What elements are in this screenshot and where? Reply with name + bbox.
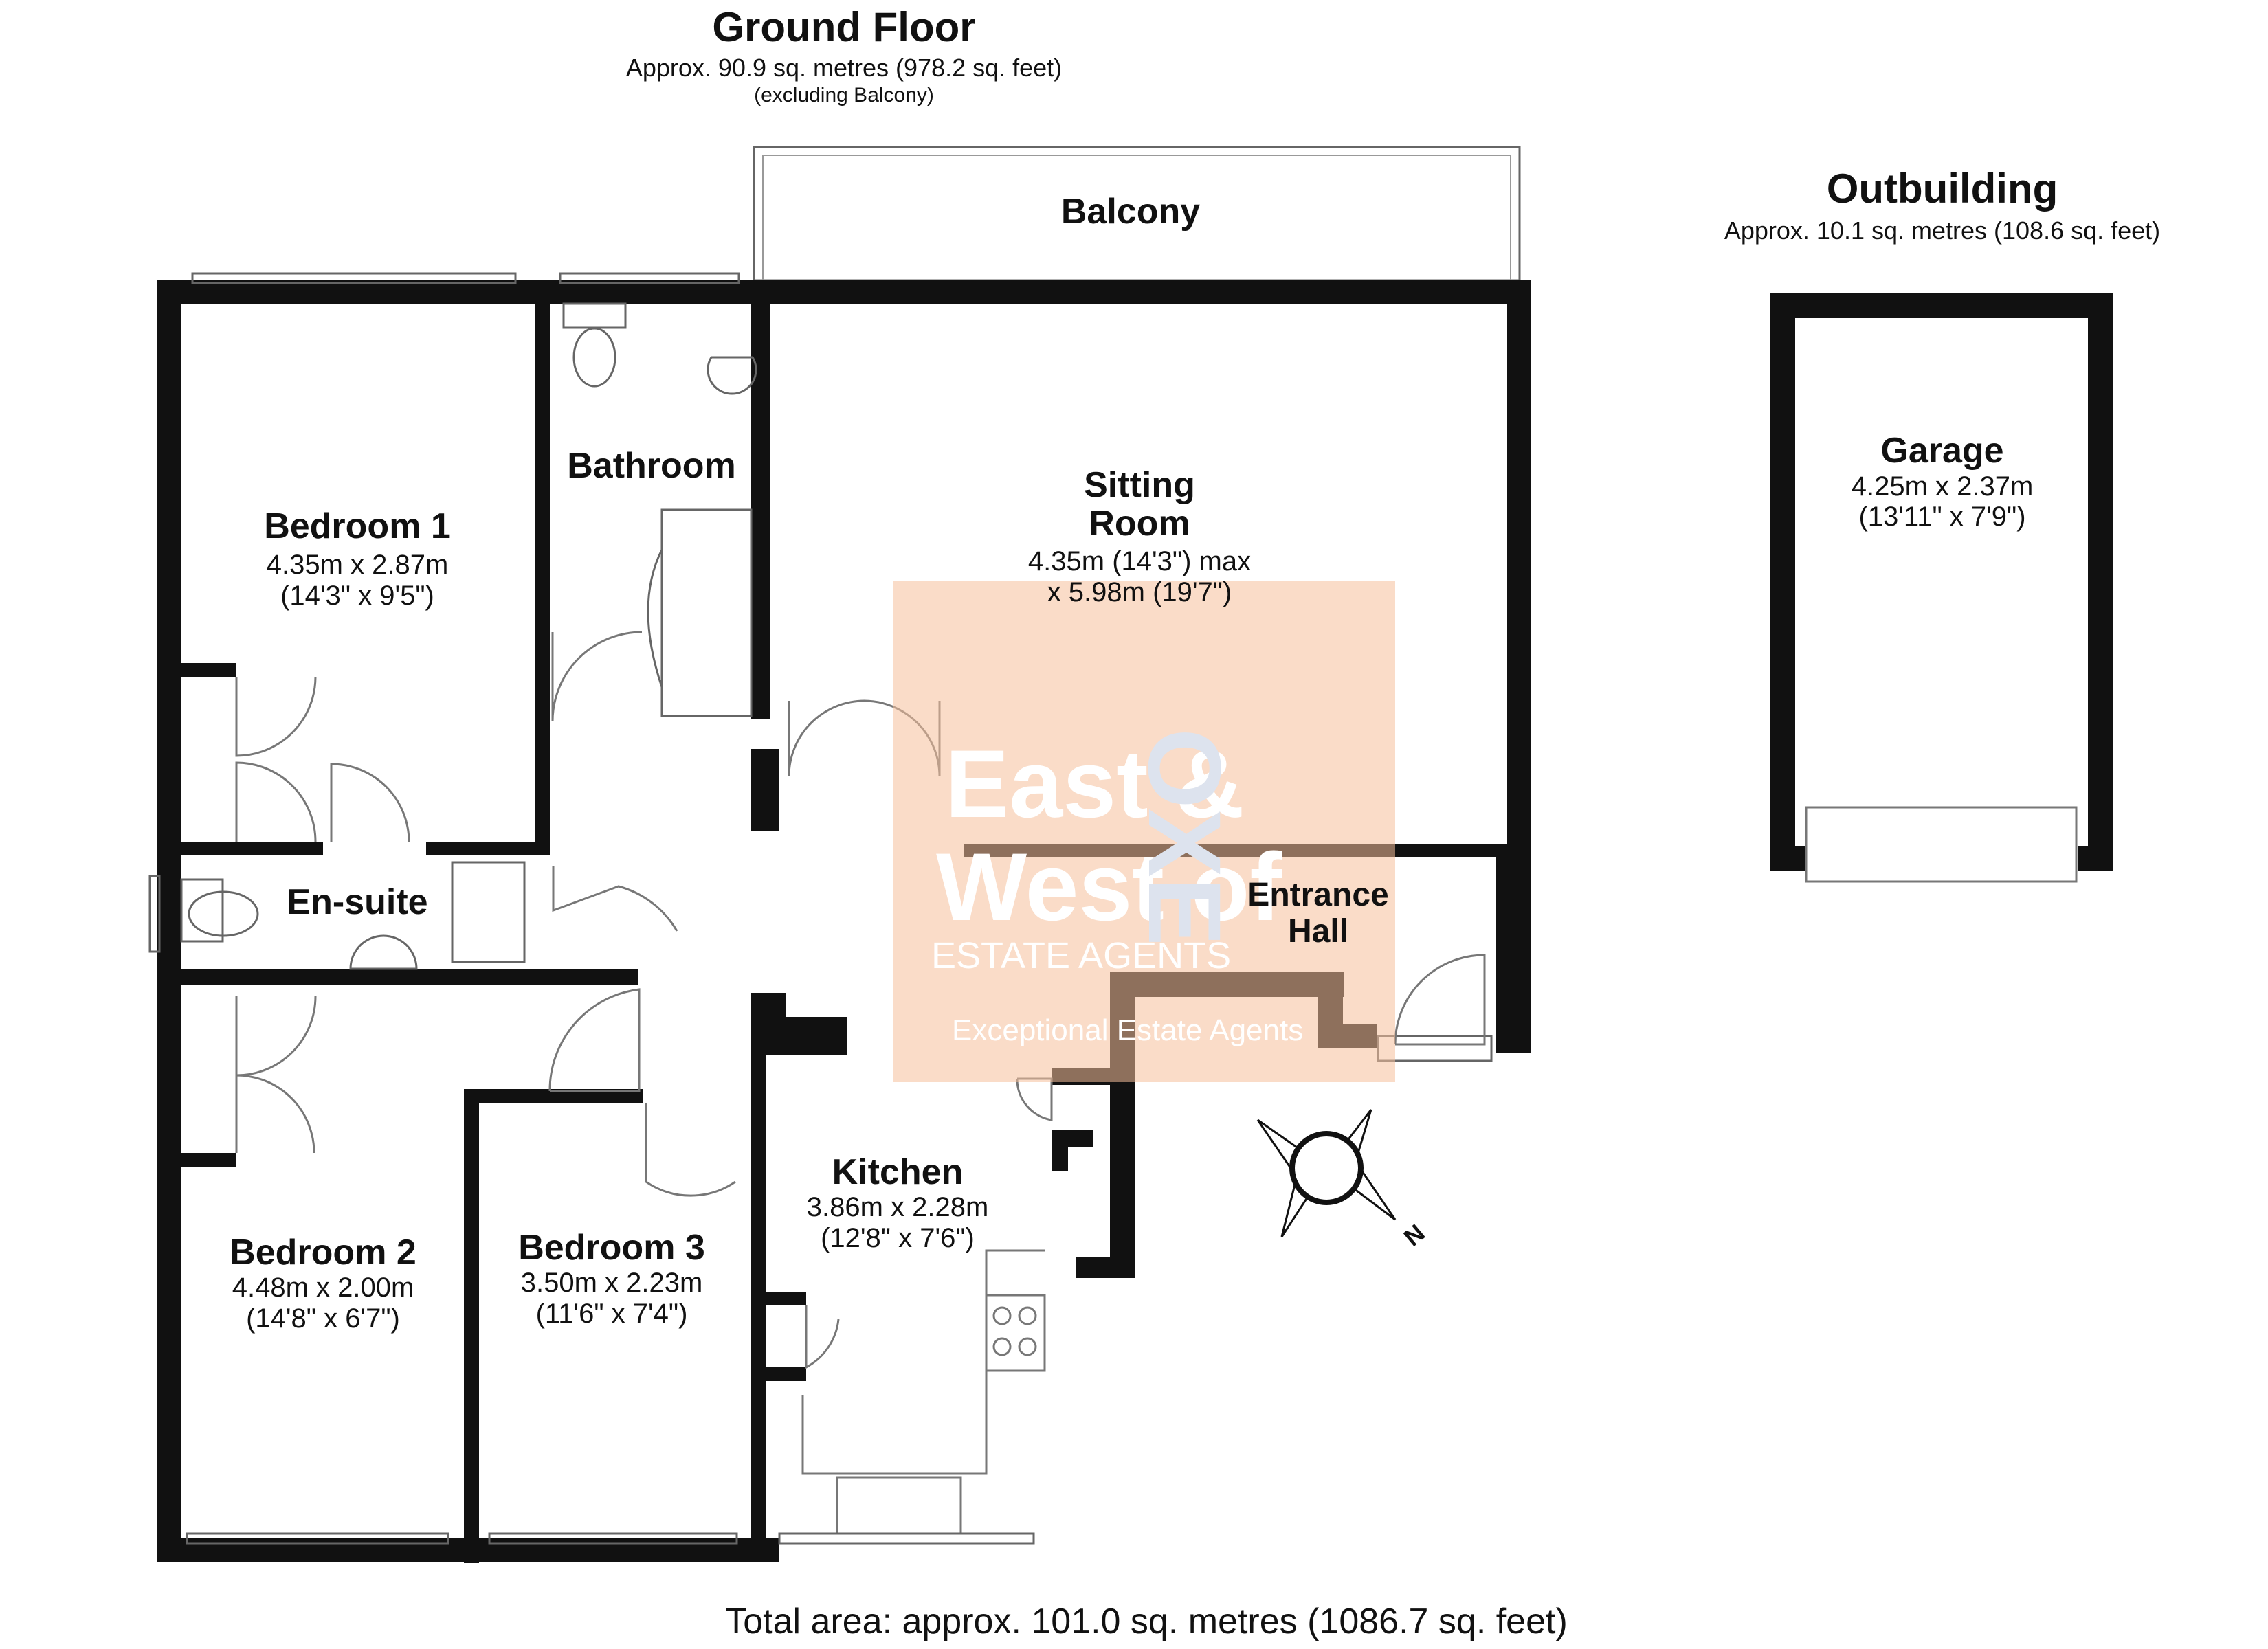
garage-label: Garage [1880, 431, 2004, 471]
windows [148, 272, 1493, 1545]
total-area: Total area: approx. 101.0 sq. metres (10… [725, 1602, 1568, 1641]
bathroom-label: Bathroom [567, 446, 736, 486]
entrance-label-2: Hall [1287, 913, 1349, 950]
sitting-dim-m: 4.35m (14'3") max [1027, 546, 1252, 576]
watermark-line2: West of [936, 833, 1282, 941]
compass-icon [1256, 1109, 1397, 1237]
kitchen-dim-m: 3.86m x 2.28m [806, 1192, 989, 1222]
kitchen-label: Kitchen [832, 1152, 964, 1192]
garage-dim-m: 4.25m x 2.37m [1851, 471, 2034, 502]
outbuilding-title: Outbuilding [1826, 166, 2058, 212]
floor-area-note: (excluding Balcony) [754, 84, 934, 106]
floor-title: Ground Floor [712, 4, 976, 50]
floor-area: Approx. 90.9 sq. metres (978.2 sq. feet) [625, 54, 1063, 82]
kitchen-dim-ft: (12'8" x 7'6") [821, 1223, 975, 1253]
door-swings [235, 631, 1486, 1369]
ensuite-label: En-suite [287, 882, 428, 922]
garage-walls [1770, 293, 2113, 871]
sitting-dim-ft: x 5.98m (19'7") [1047, 577, 1232, 607]
sitting-label-1: Sitting [1084, 465, 1195, 505]
bedroom3-label: Bedroom 3 [518, 1228, 705, 1268]
balcony-label: Balcony [1060, 192, 1201, 232]
bedroom2-dim-m: 4.48m x 2.00m [232, 1272, 414, 1303]
sitting-label-2: Room [1089, 504, 1190, 543]
fixtures [180, 302, 757, 970]
garage-dim-ft: (13'11" x 7'9") [1858, 502, 2026, 532]
watermark-line1: East & [945, 730, 1245, 838]
outbuilding-area: Approx. 10.1 sq. metres (108.6 sq. feet) [1724, 216, 2161, 245]
watermark-tagline: Exceptional Estate Agents [952, 1013, 1304, 1047]
bedroom3-dim-ft: (11'6" x 7'4") [535, 1299, 688, 1329]
entrance-label-1: Entrance [1247, 877, 1389, 913]
kitchen-units [801, 1249, 1046, 1535]
bedroom1-label: Bedroom 1 [264, 506, 451, 546]
bedroom1-dim-ft: (14'3" x 9'5") [280, 581, 434, 611]
watermark-brand: OXE [1127, 728, 1243, 946]
watermark-line3: ESTATE AGENTS [931, 935, 1232, 976]
bedroom2-label: Bedroom 2 [230, 1233, 416, 1272]
bedroom2-dim-ft: (14'8" x 6'7") [246, 1303, 400, 1334]
watermark-panel [893, 581, 1395, 1082]
bedroom1-dim-m: 4.35m x 2.87m [266, 550, 449, 580]
garage-door [1805, 806, 2078, 883]
bedroom3-dim-m: 3.50m x 2.23m [520, 1268, 703, 1298]
